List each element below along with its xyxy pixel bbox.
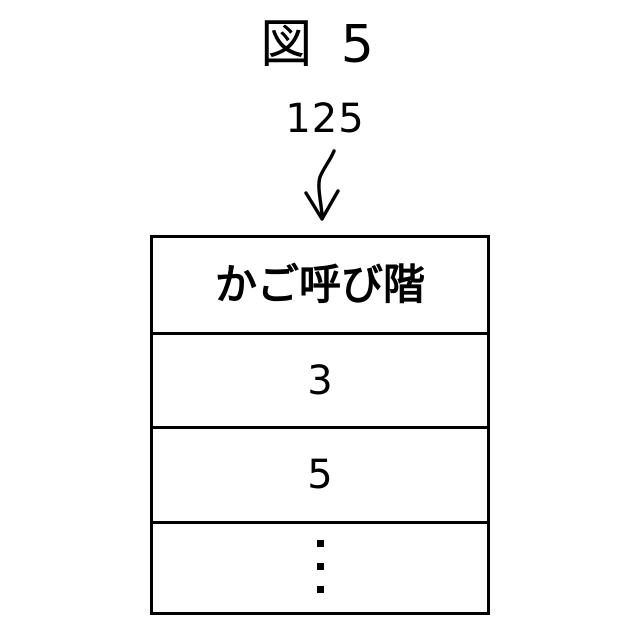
vertical-ellipsis-icon <box>316 523 324 613</box>
car-call-floor-table: かご呼び階 3 5 <box>150 235 490 615</box>
reference-numeral-125: 125 <box>285 96 365 142</box>
ellipsis-dot <box>316 563 324 571</box>
table-row: 3 <box>153 335 487 430</box>
table-row: 5 <box>153 429 487 524</box>
table-row-continuation <box>153 523 487 613</box>
cell-value: 5 <box>307 452 333 499</box>
cell-value: 3 <box>307 357 333 404</box>
curved-down-arrow-icon <box>304 149 340 221</box>
ellipsis-dot <box>316 586 324 594</box>
table-header-row: かご呼び階 <box>153 238 487 336</box>
figure-title: 図 5 <box>260 15 380 75</box>
ellipsis-dot <box>316 540 324 548</box>
column-header-car-call-floor: かご呼び階 <box>214 260 425 310</box>
